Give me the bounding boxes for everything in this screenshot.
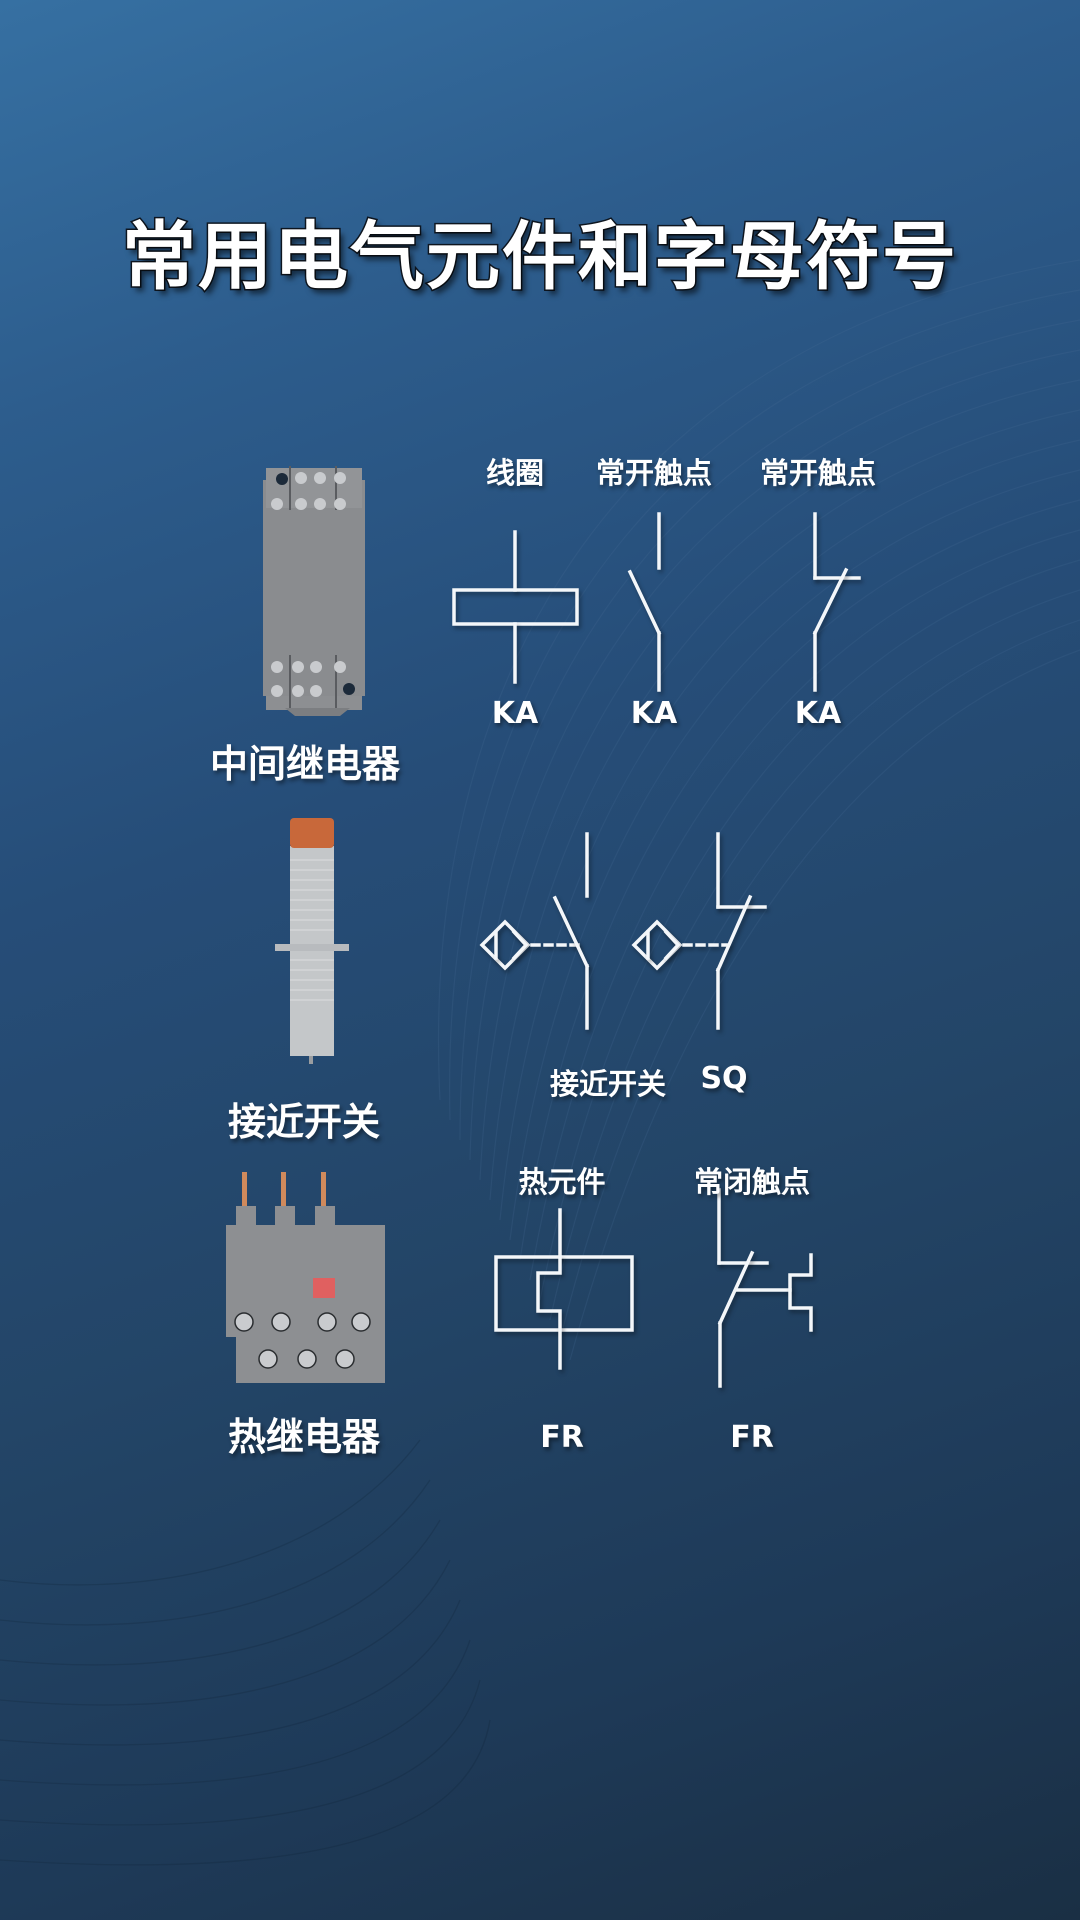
coil-code: KA [491,696,539,731]
thermal-relay-name: 热继电器 [227,1415,381,1459]
thermal-nc-contact-code: FR [730,1420,774,1455]
thermal-nc-contact-label: 常闭触点 [693,1165,811,1199]
page-title: 常用电气元件和字母符号 [121,213,958,302]
normally-open-contact-symbol [627,512,662,692]
proximity-sensor-image [275,818,349,1064]
thermal-relay-image [226,1172,385,1383]
intermediate-relay-name: 中间继电器 [209,742,401,786]
proximity-no-contact-symbol [479,832,590,1030]
proximity-switch-name: 接近开关 [227,1100,381,1144]
no-contact-code: KA [630,696,678,731]
no-contact-label: 常开触点 [595,456,713,490]
coil-label: 线圈 [485,456,545,490]
normally-closed-contact-symbol [812,512,861,692]
intermediate-relay-image [263,466,365,716]
thermal-element-symbol [494,1208,634,1370]
coil-symbol [452,530,579,684]
thermal-nc-contact-symbol [717,1188,813,1388]
second-contact-label: 常开触点 [759,456,877,490]
proximity-nc-contact-symbol [631,832,767,1030]
thermal-element-label: 热元件 [518,1165,606,1199]
proximity-code: SQ [700,1061,748,1096]
thermal-element-code: FR [540,1420,584,1455]
proximity-caption: 接近开关 [549,1067,667,1101]
second-contact-code: KA [794,696,842,731]
